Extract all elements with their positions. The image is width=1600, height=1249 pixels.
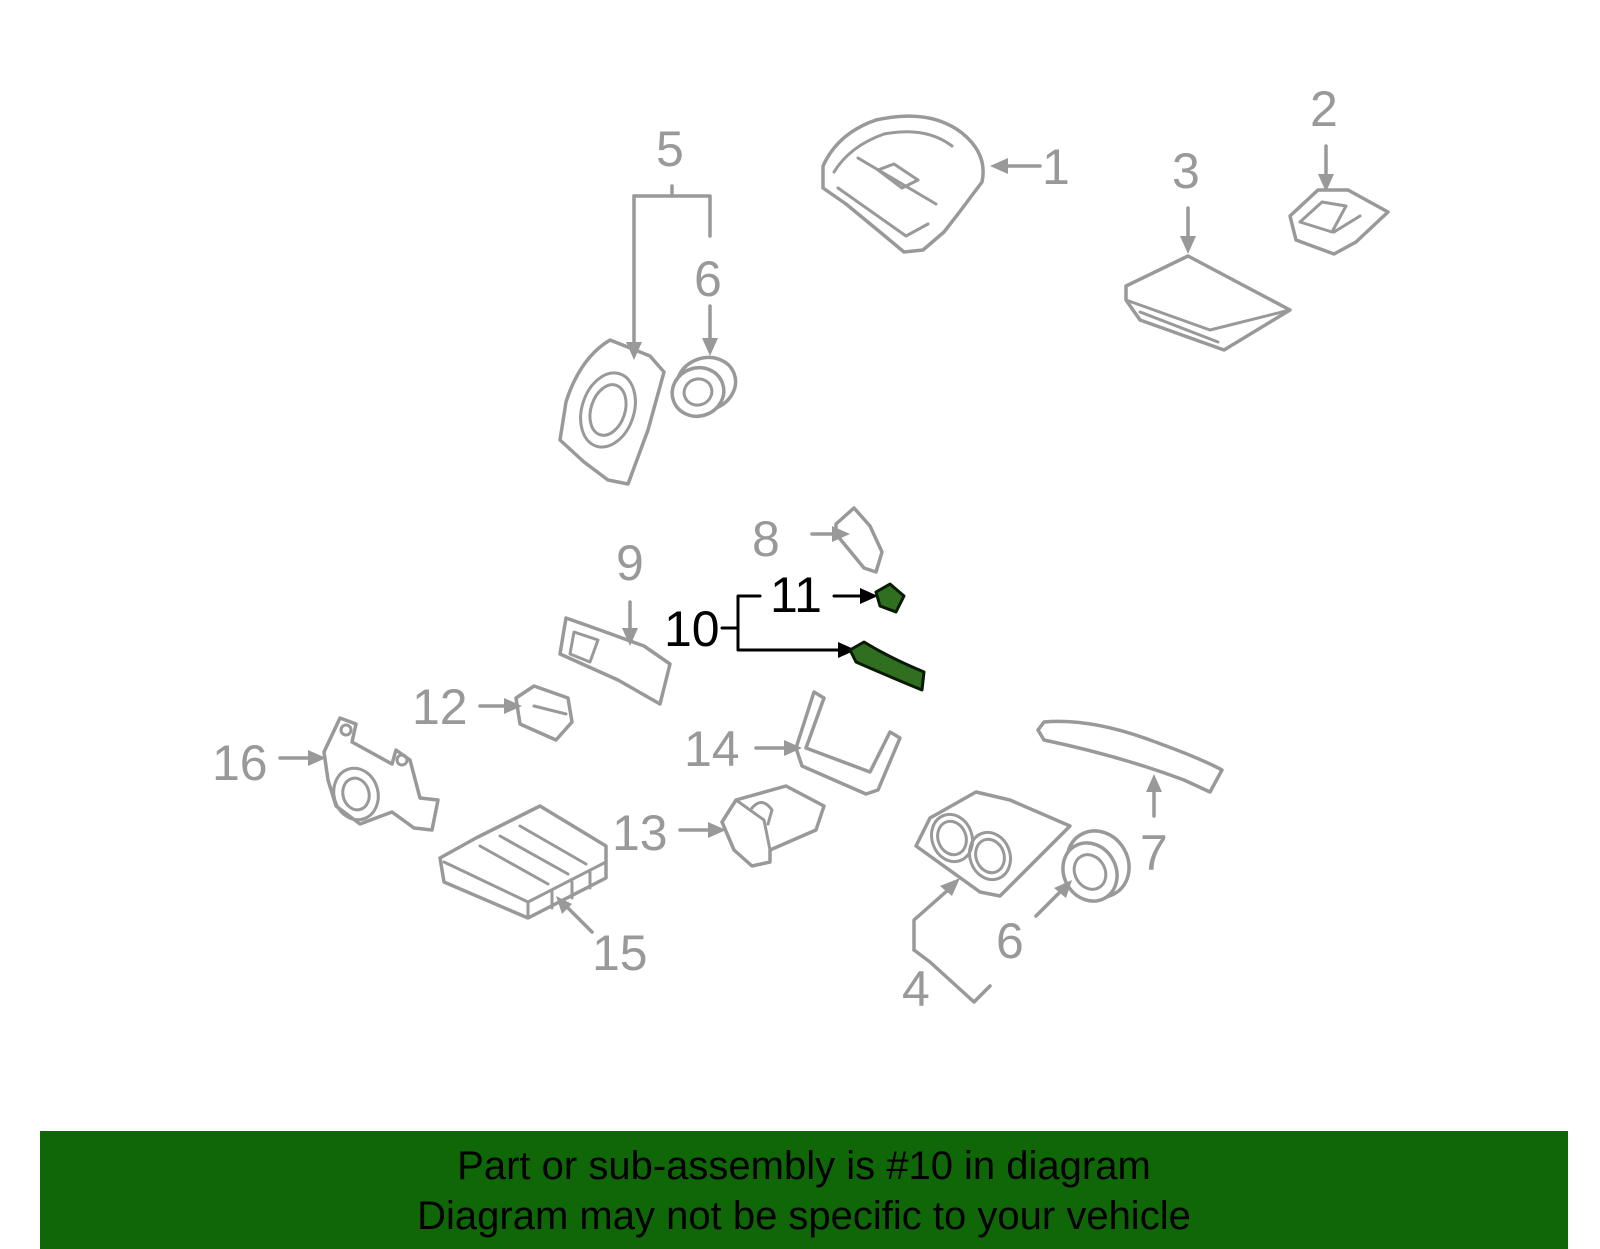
- part-10-trim-strip[interactable]: [848, 640, 926, 692]
- part-14-latch[interactable]: [720, 784, 826, 868]
- part-7-long-trim[interactable]: [1036, 719, 1224, 794]
- leader-15: [754, 740, 802, 756]
- leader-11: [832, 588, 878, 604]
- part-4-cluster-bezel[interactable]: [914, 790, 1072, 898]
- callout-1: 1: [1042, 139, 1070, 195]
- leader-7: [1146, 774, 1162, 818]
- callout-2: 2: [1310, 81, 1338, 137]
- leader-12: [478, 698, 522, 714]
- callout-16: 16: [212, 735, 268, 791]
- part-15-u-bracket[interactable]: [794, 690, 902, 796]
- part-13-control-panel[interactable]: [438, 804, 608, 920]
- callout-6-upper: 6: [694, 251, 722, 307]
- part-3-cover-panel[interactable]: [1124, 254, 1292, 352]
- leader-2: [1318, 144, 1334, 192]
- callout-14: 13: [612, 805, 668, 861]
- part-11-clip[interactable]: [874, 582, 906, 614]
- callout-7: 7: [1140, 825, 1168, 881]
- callout-13: 15: [592, 925, 648, 981]
- callout-5: 5: [656, 121, 684, 177]
- leader-14: [678, 822, 726, 838]
- callout-6-lower: 6: [996, 913, 1024, 969]
- callout-3: 3: [1172, 143, 1200, 199]
- callout-10: 10: [664, 601, 720, 657]
- leader-9: [622, 600, 638, 646]
- leader-6-upper: [702, 304, 718, 356]
- callout-12: 12: [412, 679, 468, 735]
- leader-4: [912, 878, 992, 1004]
- banner-line-1: Part or sub-assembly is #10 in diagram: [457, 1144, 1151, 1188]
- part-6-round-vent-upper[interactable]: [665, 349, 743, 423]
- part-9-trim-plate[interactable]: [558, 616, 672, 706]
- part-8-bracket[interactable]: [834, 506, 884, 574]
- leader-10: [720, 594, 856, 658]
- banner-line-2: Diagram may not be specific to your vehi…: [417, 1194, 1191, 1238]
- leader-1: [990, 158, 1042, 174]
- callout-15: 14: [684, 721, 740, 777]
- callout-9: 9: [616, 535, 644, 591]
- leader-8: [810, 526, 850, 542]
- leader-6-lower: [1034, 880, 1072, 918]
- part-5-side-panel[interactable]: [558, 338, 666, 486]
- part-12-knob[interactable]: [514, 684, 574, 742]
- callout-8: 8: [752, 511, 780, 567]
- leader-5: [626, 184, 712, 360]
- part-2-small-vent[interactable]: [1288, 188, 1390, 256]
- notice-banner: Part or sub-assembly is #10 in diagram D…: [40, 1131, 1568, 1249]
- part-6-round-vent-lower[interactable]: [1052, 820, 1140, 911]
- leader-16: [278, 750, 326, 766]
- part-16-speaker-bracket[interactable]: [322, 716, 440, 832]
- callout-4: 4: [902, 961, 930, 1017]
- part-1-vent-housing[interactable]: [821, 114, 985, 254]
- leader-13: [556, 896, 594, 934]
- callout-11: 11: [770, 567, 822, 623]
- leader-3: [1180, 206, 1196, 254]
